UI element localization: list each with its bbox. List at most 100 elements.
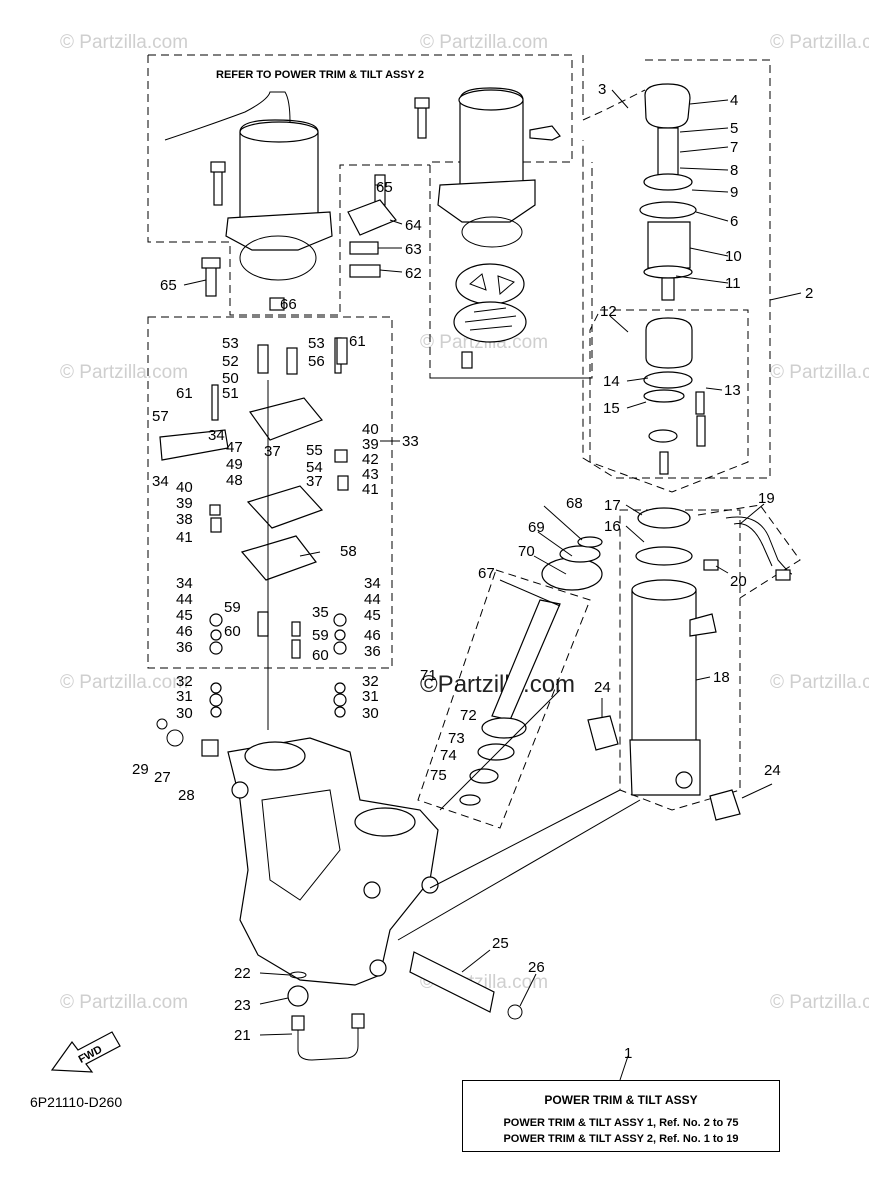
callout-9: 9 — [730, 184, 738, 201]
leader-lines — [183, 89, 802, 1081]
callout-33: 33 — [402, 433, 419, 450]
callout-61: 61 — [349, 333, 366, 350]
callout-2: 2 — [805, 285, 813, 302]
callout-60: 60 — [224, 623, 241, 640]
callout-60: 60 — [312, 647, 329, 664]
callout-56: 56 — [308, 353, 325, 370]
callout-43: 43 — [362, 466, 379, 483]
callout-30: 30 — [176, 705, 193, 722]
legend-line-assy-1: POWER TRIM & TILT ASSY 1, Ref. No. 2 to … — [503, 1117, 739, 1129]
tilt-cylinder-outline — [619, 509, 741, 811]
callout-12: 12 — [600, 303, 617, 320]
callout-48: 48 — [226, 472, 243, 489]
callout-7: 7 — [730, 139, 738, 156]
callout-44: 44 — [364, 591, 381, 608]
callout-5: 5 — [730, 120, 738, 137]
callout-13: 13 — [724, 382, 741, 399]
callout-53: 53 — [222, 335, 239, 352]
tilt-motor — [414, 87, 561, 248]
valve-assembly — [439, 536, 603, 811]
callout-46: 46 — [176, 623, 193, 640]
callout-24: 24 — [594, 679, 611, 696]
fwd-arrow-icon: FWD — [50, 1031, 121, 1073]
callout-55: 55 — [306, 442, 323, 459]
callout-65: 65 — [160, 277, 177, 294]
callout-32: 32 — [176, 673, 193, 690]
callout-8: 8 — [730, 162, 738, 179]
callout-4: 4 — [730, 92, 738, 109]
callout-10: 10 — [725, 248, 742, 265]
reservoir-outline — [430, 162, 593, 379]
callout-65: 65 — [376, 179, 393, 196]
callout-47: 47 — [226, 439, 243, 456]
callout-26: 26 — [528, 959, 545, 976]
callout-66: 66 — [280, 296, 297, 313]
callout-15: 15 — [603, 400, 620, 417]
callout-57: 57 — [152, 408, 169, 425]
callout-11: 11 — [725, 275, 741, 292]
callout-34: 34 — [152, 473, 169, 490]
callout-54: 54 — [306, 459, 323, 476]
watermark-layer: © Partzilla.com © Partzilla.com © Partzi… — [60, 32, 869, 1013]
callout-62: 62 — [405, 265, 422, 282]
callout-75: 75 — [430, 767, 447, 784]
watermark-text: © Partzilla.com — [770, 32, 869, 53]
callout-20: 20 — [730, 573, 747, 590]
callout-23: 23 — [234, 997, 251, 1014]
callout-30: 30 — [362, 705, 379, 722]
callout-24: 24 — [764, 762, 781, 779]
main-housing — [227, 737, 439, 986]
callout-37: 37 — [306, 473, 323, 490]
callout-34: 34 — [176, 575, 193, 592]
callout-32: 32 — [362, 673, 379, 690]
callout-27: 27 — [154, 769, 171, 786]
callout-71: 71 — [420, 667, 437, 684]
callout-29: 29 — [132, 761, 149, 778]
upper-cylinder-parts — [639, 83, 706, 475]
callout-52: 52 — [222, 353, 239, 370]
callout-1: 1 — [624, 1045, 632, 1062]
callout-6: 6 — [730, 213, 738, 230]
callout-42: 42 — [362, 451, 379, 468]
callout-28: 28 — [178, 787, 195, 804]
callout-49: 49 — [226, 456, 243, 473]
callout-labels: 4 5 7 8 9 6 10 11 2 3 12 13 14 15 17 16 … — [132, 81, 813, 1062]
callout-39: 39 — [176, 495, 193, 512]
callout-31: 31 — [176, 688, 193, 705]
callout-53: 53 — [308, 335, 325, 352]
legend-title: POWER TRIM & TILT ASSY — [544, 1093, 698, 1107]
watermark-text: © Partzilla.com — [420, 32, 548, 53]
piston-group-outline — [589, 309, 749, 493]
callout-19: 19 — [758, 490, 775, 507]
callout-64: 64 — [405, 217, 422, 234]
watermark-text: © Partzilla.com — [770, 992, 869, 1013]
callout-36: 36 — [176, 639, 193, 656]
callout-22: 22 — [234, 965, 251, 982]
callout-51: 51 — [222, 385, 239, 402]
callout-63: 63 — [405, 241, 422, 258]
callout-41: 41 — [362, 481, 379, 498]
callout-74: 74 — [440, 747, 457, 764]
callout-46: 46 — [364, 627, 381, 644]
callout-39: 39 — [362, 436, 379, 453]
motor-group-outline — [147, 55, 430, 316]
trim-motor — [164, 91, 333, 281]
watermark-text: © Partzilla.com — [60, 32, 188, 53]
callout-16: 16 — [604, 518, 621, 535]
callout-58: 58 — [340, 543, 357, 560]
callout-3: 3 — [598, 81, 606, 98]
legend-line-assy-2: POWER TRIM & TILT ASSY 2, Ref. No. 1 to … — [503, 1133, 739, 1145]
callout-37: 37 — [264, 443, 281, 460]
callout-38: 38 — [176, 511, 193, 528]
watermark-text: © Partzilla.com — [60, 672, 188, 693]
misc-parts — [156, 516, 793, 1061]
drawing-code: 6P21110-D260 — [30, 1094, 123, 1110]
callout-73: 73 — [448, 730, 465, 747]
callout-31: 31 — [362, 688, 379, 705]
callout-17: 17 — [604, 497, 621, 514]
cylinder-group-outline — [582, 59, 771, 479]
valve-block — [159, 174, 397, 730]
callout-40: 40 — [176, 479, 193, 496]
callout-34: 34 — [364, 575, 381, 592]
